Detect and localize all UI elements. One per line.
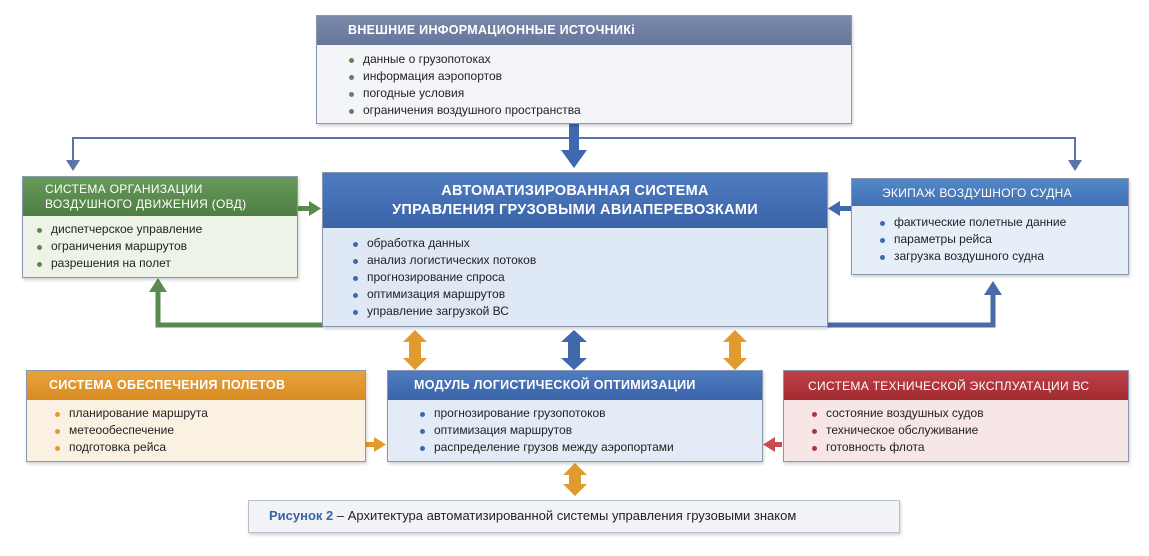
arrow-atm-core-shaft (298, 206, 310, 211)
logistics-module-title: МОДУЛЬ ЛОГИСТИЧЕСКОЙ ОПТИМИЗАЦИИ (388, 371, 762, 400)
list-item: обработка данных (353, 235, 827, 252)
flight-support-title: СИСТЕМА ОБЕСПЕЧЕНИЯ ПОЛЕТОВ (27, 371, 365, 400)
caption-text: – Архитектура автоматизированной системы… (333, 508, 797, 523)
external-sources-list: данные о грузопотоках информация аэропор… (317, 45, 851, 119)
double-arrow-bottom (563, 463, 587, 496)
list-item: метеообеспечение (55, 422, 365, 439)
maintenance-list: состояние воздушных судов техническое об… (784, 400, 1128, 456)
arrow-to-crew (1068, 160, 1082, 171)
list-item: загрузка воздушного судна (880, 248, 1128, 265)
figure-caption: Рисунок 2 – Архитектура автоматизированн… (248, 500, 900, 533)
list-item: фактические полетные данние (880, 214, 1128, 231)
maintenance-title: СИСТЕМА ТЕХНИЧЕСКОЙ ЭКСПЛУАТАЦИИ ВС (784, 371, 1128, 400)
list-item: анализ логистических потоков (353, 252, 827, 269)
list-item: прогнозирование грузопотоков (420, 405, 762, 422)
crew-title: ЭКИПАЖ ВОЗДУШНОГО СУДНА (852, 179, 1128, 206)
double-arrow-right (723, 330, 747, 370)
double-arrow-center (561, 330, 587, 370)
list-item: параметры рейса (880, 231, 1128, 248)
list-item: подготовка рейса (55, 439, 365, 456)
arrow-support-logistics-shaft (366, 442, 376, 447)
core-system-box: АВТОМАТИЗИРОВАННАЯ СИСТЕМА УПРАВЛЕНИЯ ГР… (322, 172, 828, 327)
arrow-crew-core-head (828, 201, 840, 216)
list-item: готовность флота (812, 439, 1128, 456)
crew-list: фактические полетные данние параметры ре… (852, 206, 1128, 265)
external-sources-title: ВНЕШНИЕ ИНФОРМАЦИОННЫЕ ИСТОЧНИКi (317, 16, 851, 45)
list-item: техническое обслуживание (812, 422, 1128, 439)
list-item: данные о грузопотоках (349, 51, 851, 68)
arrow-to-atm (66, 160, 80, 171)
list-item: разрешения на полет (37, 255, 297, 272)
arrow-crew-core-shaft (838, 206, 852, 211)
external-sources-box: ВНЕШНИЕ ИНФОРМАЦИОННЫЕ ИСТОЧНИКi данные … (316, 15, 852, 124)
double-arrow-left (403, 330, 427, 370)
list-item: ограничения маршрутов (37, 238, 297, 255)
list-item: оптимизация маршрутов (353, 286, 827, 303)
atm-system-list: диспетчерское управление ограничения мар… (23, 216, 297, 272)
list-item: погодные условия (349, 85, 851, 102)
list-item: управление загрузкой ВС (353, 303, 827, 320)
atm-system-box: СИСТЕМА ОРГАНИЗАЦИИ ВОЗДУШНОГО ДВИЖЕНИЯ … (22, 176, 298, 278)
arrow-up-crew-head (984, 281, 1002, 295)
list-item: диспетчерское управление (37, 221, 297, 238)
caption-label: Рисунок 2 (269, 508, 334, 523)
crew-box: ЭКИПАЖ ВОЗДУШНОГО СУДНА фактические поле… (851, 178, 1129, 275)
arrow-maint-logistics-shaft (772, 442, 782, 447)
list-item: распределение грузов между аэропортами (420, 439, 762, 456)
core-system-list: обработка данных анализ логистических по… (323, 228, 827, 320)
arrow-atm-core-head (309, 201, 321, 216)
arrow-up-atm-head (149, 278, 167, 292)
list-item: прогнозирование спроса (353, 269, 827, 286)
arrow-support-logistics-head (374, 437, 386, 452)
flight-support-box: СИСТЕМА ОБЕСПЕЧЕНИЯ ПОЛЕТОВ планирование… (26, 370, 366, 462)
arrow-down-main-head (561, 150, 587, 168)
list-item: информация аэропортов (349, 68, 851, 85)
core-system-title: АВТОМАТИЗИРОВАННАЯ СИСТЕМА УПРАВЛЕНИЯ ГР… (323, 173, 827, 228)
atm-title-line1: СИСТЕМА ОРГАНИЗАЦИИ (45, 182, 203, 196)
flight-support-list: планирование маршрута метеообеспечение п… (27, 400, 365, 456)
arrow-maint-logistics-head (763, 437, 775, 452)
arrow-down-main-shaft (569, 124, 579, 154)
maintenance-box: СИСТЕМА ТЕХНИЧЕСКОЙ ЭКСПЛУАТАЦИИ ВС сост… (783, 370, 1129, 462)
atm-title-line2: ВОЗДУШНОГО ДВИЖЕНИЯ (ОВД) (45, 197, 247, 211)
logistics-module-list: прогнозирование грузопотоков оптимизация… (388, 400, 762, 456)
connector-core-crew-return (827, 293, 996, 328)
connector-core-atm-return (155, 290, 323, 328)
list-item: состояние воздушных судов (812, 405, 1128, 422)
list-item: ограничения воздушного пространства (349, 102, 851, 119)
core-title-line2: УПРАВЛЕНИЯ ГРУЗОВЫМИ АВИАПЕРЕВОЗКАМИ (392, 202, 758, 218)
core-title-line1: АВТОМАТИЗИРОВАННАЯ СИСТЕМА (441, 183, 709, 199)
logistics-module-box: МОДУЛЬ ЛОГИСТИЧЕСКОЙ ОПТИМИЗАЦИИ прогноз… (387, 370, 763, 462)
atm-system-title: СИСТЕМА ОРГАНИЗАЦИИ ВОЗДУШНОГО ДВИЖЕНИЯ … (23, 177, 297, 216)
list-item: оптимизация маршрутов (420, 422, 762, 439)
list-item: планирование маршрута (55, 405, 365, 422)
